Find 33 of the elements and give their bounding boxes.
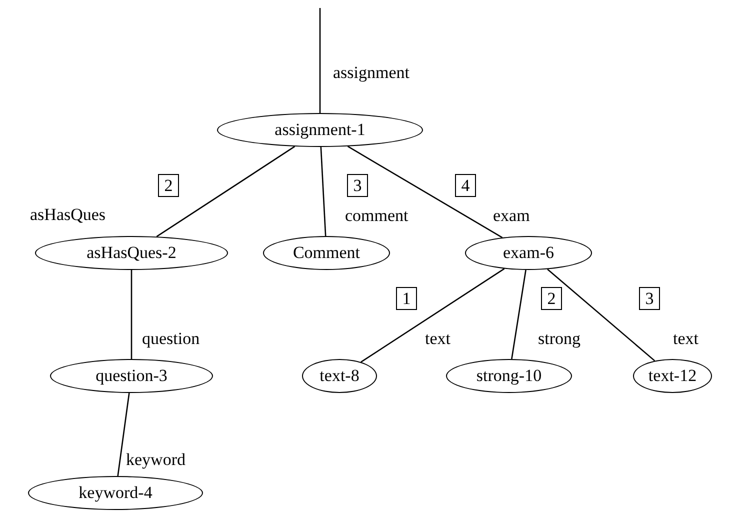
node-label: text-12	[648, 366, 697, 386]
node-label: keyword-4	[78, 483, 152, 503]
order-number: 3	[347, 174, 368, 197]
edge-label: question	[142, 330, 200, 347]
connector-line	[320, 146, 326, 236]
connector-line	[156, 146, 296, 238]
node-label: exam-6	[503, 243, 554, 263]
node-label: assignment-1	[274, 120, 366, 140]
edge-label: strong	[538, 330, 580, 347]
node-label: Comment	[292, 243, 360, 263]
order-number: 2	[541, 287, 562, 310]
order-number: 1	[396, 287, 417, 310]
connector-line	[319, 8, 321, 113]
connector-line	[511, 270, 526, 360]
node-label: asHasQues-2	[86, 243, 176, 263]
edge-label: keyword	[126, 451, 186, 468]
order-number: 4	[455, 174, 476, 197]
connector-line	[360, 268, 505, 363]
connector-line	[117, 392, 130, 476]
node-label: text-8	[320, 366, 360, 386]
connector-line	[547, 268, 656, 362]
connector-line	[130, 270, 132, 359]
connector-line	[347, 146, 503, 238]
node-label: strong-10	[476, 366, 542, 386]
edge-label: comment	[345, 207, 408, 224]
edge-label: text	[425, 330, 450, 347]
edge-label: asHasQues	[30, 206, 106, 223]
edge-label: exam	[493, 207, 530, 224]
node-label: question-3	[96, 366, 168, 386]
order-number: 2	[158, 174, 179, 197]
edge-label: text	[673, 330, 698, 347]
order-number: 3	[639, 287, 660, 310]
edge-label: assignment	[333, 64, 410, 81]
